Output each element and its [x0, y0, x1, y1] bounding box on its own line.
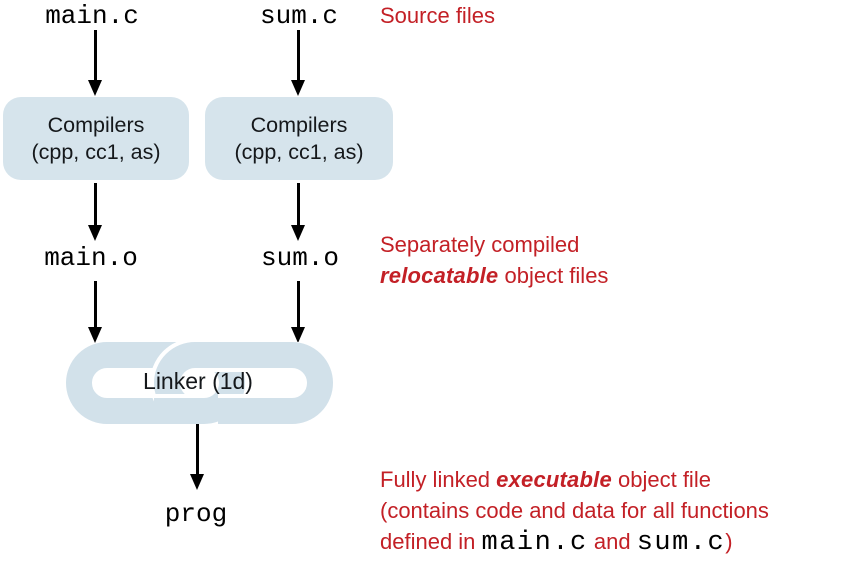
arrow-compiler-to-main-o	[87, 183, 102, 241]
arrow-main-to-compiler	[87, 30, 102, 96]
object-file-main-label: main.o	[44, 243, 138, 273]
arrow-sum-to-compiler	[290, 30, 305, 96]
executable-line3-mid: and	[587, 529, 637, 554]
arrow-main-o-to-linker	[87, 281, 102, 343]
annotation-executable-line2: (contains code and data for all function…	[380, 498, 769, 523]
executable-line1-suffix: object file	[611, 467, 711, 492]
annotation-relocatable: Separately compiled relocatable object f…	[380, 229, 608, 291]
compiler-box-title: Compilers	[250, 112, 348, 137]
compiler-box-title: Compilers	[47, 112, 145, 137]
executable-code-main-c: main.c	[481, 528, 588, 558]
arrow-sum-o-to-linker	[290, 281, 305, 343]
relocatable-emphasis: relocatable	[380, 263, 499, 288]
executable-line1-prefix: Fully linked	[380, 467, 497, 492]
compiler-box-subtitle: (cpp, cc1, as)	[31, 139, 161, 164]
annotation-relocatable-line2: relocatable object files	[380, 260, 608, 291]
annotation-relocatable-line1: Separately compiled	[380, 232, 580, 257]
arrow-compiler-to-sum-o	[290, 183, 305, 241]
annotation-executable-line3: defined in main.c and sum.c)	[380, 526, 769, 559]
chain-links-icon	[66, 342, 333, 424]
executable-line3-suffix: )	[725, 529, 733, 554]
linker-label: Linker (1d)	[143, 368, 253, 394]
arrow-linker-to-prog	[189, 424, 204, 490]
compiler-box-main: Compilers (cpp, cc1, as)	[3, 97, 189, 180]
annotation-executable-line1: Fully linked executable object file	[380, 464, 769, 495]
executable-line3-prefix: defined in	[380, 529, 482, 554]
object-file-sum-label: sum.o	[260, 243, 340, 273]
executable-code-sum-c: sum.c	[636, 528, 726, 558]
annotation-source-files: Source files	[380, 3, 495, 28]
compiler-box-sum: Compilers (cpp, cc1, as)	[205, 97, 393, 180]
annotation-executable: Fully linked executable object file (con…	[380, 464, 769, 559]
executable-emphasis: executable	[496, 467, 612, 492]
compiler-box-subtitle: (cpp, cc1, as)	[234, 139, 364, 164]
output-prog-label: prog	[164, 499, 228, 529]
relocatable-line2-rest: object files	[498, 263, 609, 288]
source-file-sum-label: sum.c	[259, 1, 339, 31]
source-file-main-label: main.c	[45, 1, 139, 31]
